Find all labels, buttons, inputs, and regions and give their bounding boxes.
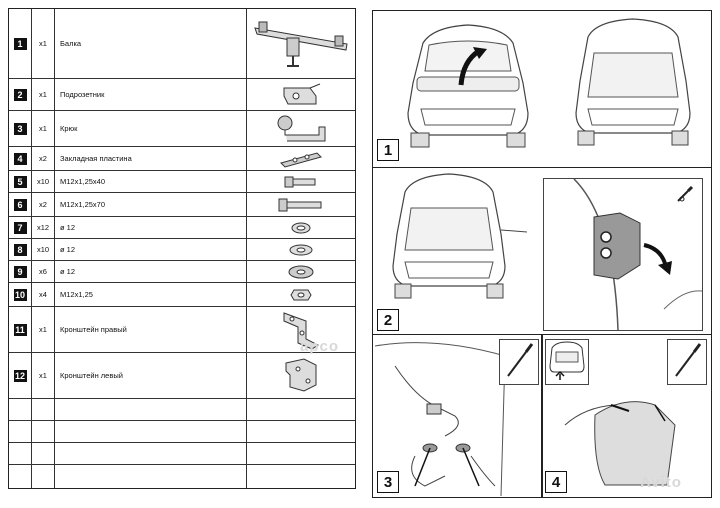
part-row-6: 6 x2 M12x1,25x70	[9, 193, 355, 217]
cable-disconnect-illustration	[375, 342, 506, 496]
large-washer-icon	[288, 265, 314, 278]
part-row-8: 8 x10 ø 12	[9, 239, 355, 261]
brand-watermark: apco	[300, 338, 340, 355]
part-qty: x2	[32, 193, 55, 216]
tow-hook-icon	[277, 115, 326, 141]
part-number: 11	[13, 323, 27, 336]
part-desc: Балка	[55, 9, 247, 78]
step-number-3: 3	[377, 471, 399, 493]
socket-bracket-icon	[283, 83, 321, 104]
part-desc: ø 12	[55, 217, 247, 238]
part-number: 12	[13, 369, 27, 382]
part-number: 8	[13, 243, 27, 256]
part-qty: x10	[32, 171, 55, 192]
screwdriver-icon	[677, 185, 694, 202]
part-number: 6	[13, 198, 27, 211]
part-qty: x6	[32, 261, 55, 282]
part-row-empty	[9, 443, 355, 465]
step-number-2: 2	[377, 309, 399, 331]
car-rear-mini-icon	[549, 341, 585, 380]
part-number: 3	[13, 122, 27, 135]
step-1-panel: 1	[373, 11, 711, 168]
part-qty: x1	[32, 79, 55, 110]
part-row-9: 9 x6 ø 12	[9, 261, 355, 283]
part-desc: M12x1,25x70	[55, 193, 247, 216]
step-2-panel: 2	[373, 168, 711, 335]
long-bolt-icon	[278, 198, 322, 211]
part-row-5: 5 x10 M12x1,25x40	[9, 171, 355, 193]
side-panel-removal-illustration	[573, 178, 703, 331]
part-qty: x12	[32, 217, 55, 238]
part-desc: M12x1,25	[55, 283, 247, 306]
part-desc: Крюк	[55, 111, 247, 146]
part-row-11: 11 x1 Кронштейн правый	[9, 307, 355, 353]
part-qty: x1	[32, 307, 55, 352]
avito-watermark: Avito	[640, 474, 682, 491]
screwdriver-icon	[675, 343, 702, 377]
part-desc: ø 12	[55, 239, 247, 260]
part-number: 10	[13, 288, 27, 301]
part-desc: Закладная пластина	[55, 147, 247, 170]
flat-washer-icon	[289, 244, 313, 255]
part-row-2: 2 x1 Подрозетник	[9, 79, 355, 111]
screwdriver-inset-4	[667, 339, 707, 385]
hex-nut-icon	[290, 289, 312, 300]
bracket-removal-illustration	[564, 401, 676, 486]
part-row-12: 12 x1 Кронштейн левый	[9, 353, 355, 399]
part-qty: x1	[32, 111, 55, 146]
part-row-empty	[9, 399, 355, 421]
spring-washer-icon	[291, 222, 311, 233]
part-row-7: 7 x12 ø 12	[9, 217, 355, 239]
step-3-4-panel: 3 4	[373, 335, 711, 497]
part-number: 5	[13, 175, 27, 188]
panel-divider	[541, 335, 543, 497]
car-rear-trunk-open-illustration	[575, 18, 691, 146]
part-row-1: 1 x1 Балка	[9, 9, 355, 79]
part-qty: x1	[32, 353, 55, 398]
car-location-inset	[545, 339, 589, 385]
short-bolt-icon	[284, 176, 316, 187]
installation-diagram: 1 2	[372, 10, 712, 498]
part-desc: Кронштейн правый	[55, 307, 247, 352]
part-number: 9	[13, 265, 27, 278]
part-row-3: 3 x1 Крюк	[9, 111, 355, 147]
right-bracket-icon	[283, 311, 319, 350]
part-desc: Подрозетник	[55, 79, 247, 110]
part-desc: Кронштейн левый	[55, 353, 247, 398]
part-row-4: 4 x2 Закладная пластина	[9, 147, 355, 171]
step-number-4: 4	[545, 471, 567, 493]
part-qty: x10	[32, 239, 55, 260]
panel-removal-inset	[543, 178, 703, 331]
embed-plate-icon	[280, 151, 322, 168]
part-qty: x2	[32, 147, 55, 170]
screwdriver-icon	[507, 343, 534, 377]
part-number: 2	[13, 88, 27, 101]
part-row-10: 10 x4 M12x1,25	[9, 283, 355, 307]
parts-table: 1 x1 Балка 2 x1 Подрозетник 3 x1 Крю	[8, 8, 356, 489]
part-number: 7	[13, 221, 27, 234]
part-qty: x1	[32, 9, 55, 78]
part-row-empty	[9, 421, 355, 443]
part-number: 1	[13, 37, 27, 50]
part-number: 4	[13, 152, 27, 165]
left-bracket-icon	[285, 357, 317, 392]
part-qty: x4	[32, 283, 55, 306]
car-rear-trunk-closed-illustration	[407, 24, 529, 148]
part-desc: M12x1,25x40	[55, 171, 247, 192]
step-number-1: 1	[377, 139, 399, 161]
part-row-empty	[9, 465, 355, 488]
part-desc: ø 12	[55, 261, 247, 282]
screwdriver-inset-3	[499, 339, 539, 385]
car-rear-open-overview-illustration	[392, 173, 527, 299]
tow-beam-icon	[254, 21, 348, 67]
